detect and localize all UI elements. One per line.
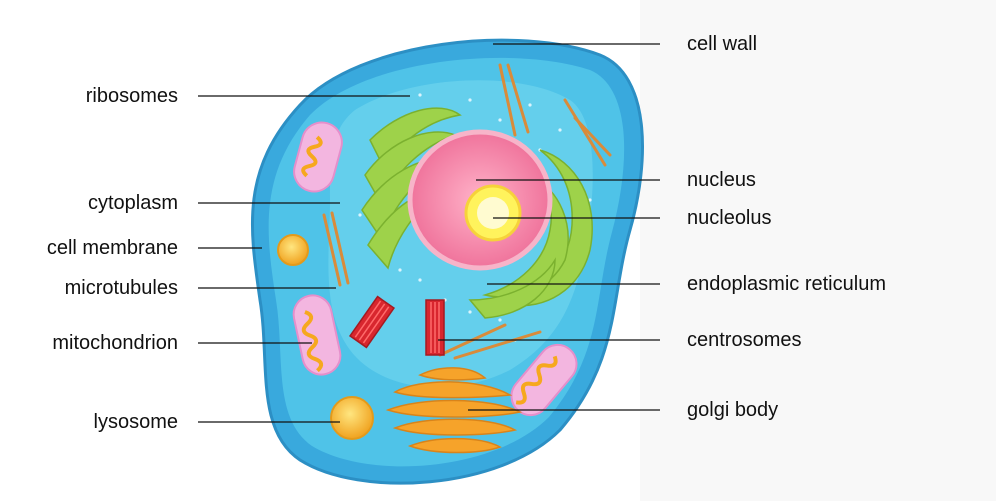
label-nucleus: nucleus (687, 168, 756, 192)
lysosome (331, 397, 373, 439)
centrosome-right (426, 300, 444, 355)
label-cytoplasm: cytoplasm (88, 191, 178, 215)
label-microtubules: microtubules (65, 276, 178, 300)
lysosome-small (278, 235, 308, 265)
label-golgi-body: golgi body (687, 398, 778, 422)
label-endoplasmic-reticulum: endoplasmic reticulum (687, 272, 886, 296)
label-nucleolus: nucleolus (687, 206, 772, 230)
label-mitochondrion: mitochondrion (52, 331, 178, 355)
label-cell-membrane: cell membrane (47, 236, 178, 260)
label-lysosome: lysosome (94, 410, 178, 434)
label-cell-wall: cell wall (687, 32, 757, 56)
label-ribosomes: ribosomes (86, 84, 178, 108)
background-shade (640, 0, 996, 501)
nucleolus-core (477, 197, 509, 229)
label-centrosomes: centrosomes (687, 328, 802, 352)
